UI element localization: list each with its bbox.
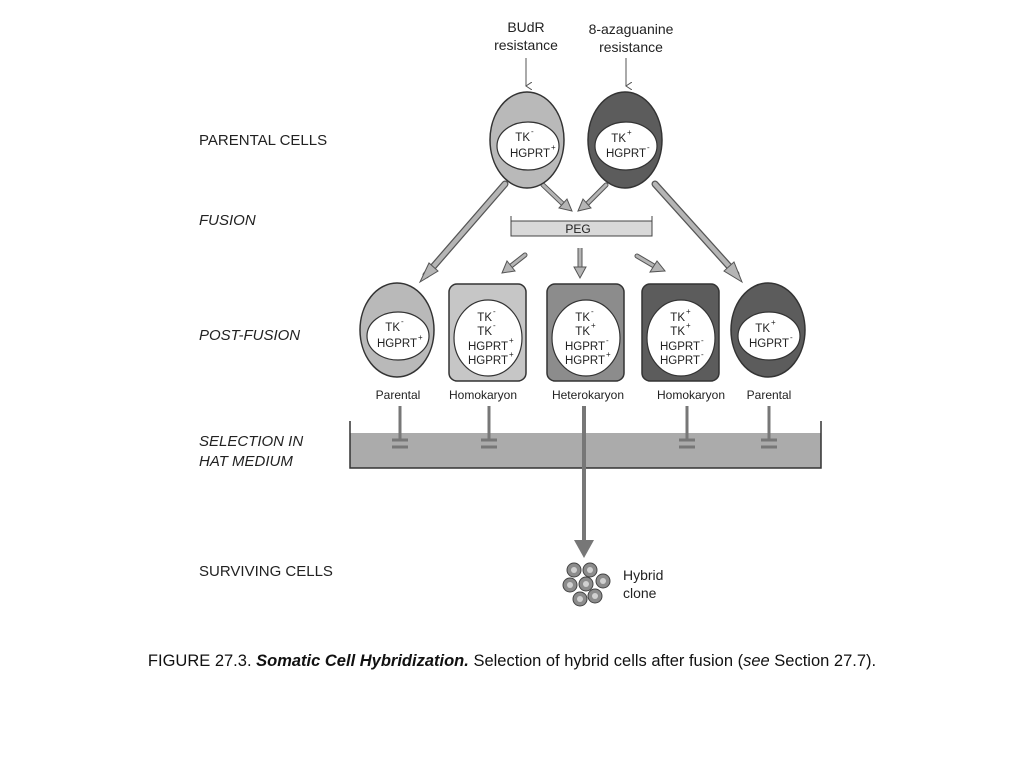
gene-plus: + (686, 307, 691, 316)
gene-plus: + (591, 321, 596, 330)
arrow-left-parent-to-parental (418, 180, 509, 284)
gene-plus: + (509, 336, 514, 345)
heterokaryon-survival-arrow (574, 406, 594, 558)
gene-minus: - (493, 307, 496, 316)
post-fusion-parental-left: TK - HGPRT + (359, 282, 435, 378)
blocked-parental-right (761, 406, 777, 449)
stage-label-surviving: SURVIVING CELLS (199, 563, 333, 580)
azaguanine-label-line2: resistance (599, 39, 663, 55)
post-fusion-homokaryon-right: TK + TK + HGPRT - HGPRT - (641, 283, 720, 382)
budr-label-line2: resistance (494, 37, 558, 53)
parental-cell-tk-minus: TK - HGPRT + (489, 91, 565, 189)
gene-tk: TK (670, 312, 685, 324)
post-fusion-homokaryon-left: TK - TK - HGPRT + HGPRT + (448, 283, 527, 382)
caption-text: Selection of hybrid cells after fusion ( (473, 652, 744, 670)
arrow-peg-to-homokaryon-right (634, 253, 666, 273)
caption-see: see (743, 652, 770, 670)
gene-hgprt: HGPRT (660, 355, 700, 367)
arrow-peg-to-heterokaryon (573, 248, 587, 280)
hybrid-label-line1: Hybrid (623, 567, 663, 583)
gene-tk: TK (575, 326, 590, 338)
arrow-left-parent-to-peg (540, 182, 573, 212)
gene-minus: - (531, 127, 534, 136)
gene-hgprt: HGPRT (468, 355, 508, 367)
gene-minus: - (701, 336, 704, 345)
gene-plus: + (606, 350, 611, 359)
stage-label-parental: PARENTAL CELLS (199, 132, 327, 149)
stage-label-selection-line1: SELECTION IN (199, 433, 303, 450)
gene-plus: + (551, 143, 556, 152)
blocked-parental-left (392, 406, 408, 449)
gene-minus: - (606, 336, 609, 345)
label-parental-left: Parental (376, 388, 421, 402)
caption-suffix: Section 27.7). (774, 652, 877, 670)
figure-caption: FIGURE 27.3. Somatic Cell Hybridization.… (0, 652, 1024, 671)
arrow-peg-to-homokaryon-left (501, 252, 528, 274)
post-fusion-heterokaryon: TK - TK + HGPRT - HGPRT + (546, 283, 625, 382)
gene-tk: TK (385, 322, 400, 334)
gene-minus: - (493, 321, 496, 330)
blocked-homokaryon-left (481, 406, 497, 449)
hybrid-clone-cluster (562, 562, 611, 607)
arrow-right-parent-to-parental (651, 180, 744, 284)
label-homokaryon-right: Homokaryon (657, 388, 725, 402)
stage-label-post-fusion: POST-FUSION (199, 327, 300, 344)
gene-minus: - (591, 307, 594, 316)
gene-hgprt: HGPRT (468, 341, 508, 353)
gene-tk: TK (575, 312, 590, 324)
gene-plus: + (771, 318, 776, 327)
caption-title: Somatic Cell Hybridization. (256, 652, 469, 670)
gene-hgprt: HGPRT (606, 148, 646, 160)
gene-tk: TK (477, 312, 492, 324)
gene-minus: - (401, 317, 404, 326)
hybrid-label-line2: clone (623, 585, 657, 601)
stage-label-fusion: FUSION (199, 212, 256, 229)
gene-tk: TK (477, 326, 492, 338)
gene-minus: - (701, 350, 704, 359)
caption-prefix: FIGURE 27.3. (147, 652, 252, 670)
stage-label-selection-line2: HAT MEDIUM (199, 453, 293, 470)
gene-tk: TK (611, 133, 626, 145)
gene-plus: + (627, 128, 632, 137)
gene-hgprt: HGPRT (660, 341, 700, 353)
azaguanine-label-line1: 8-azaguanine (589, 21, 674, 37)
gene-hgprt: HGPRT (565, 341, 605, 353)
parental-cell-hgprt-minus: TK + HGPRT - (587, 91, 663, 189)
gene-hgprt: HGPRT (565, 355, 605, 367)
peg-label: PEG (565, 222, 590, 236)
blocked-homokaryon-right (679, 406, 695, 449)
arrow-right-parent-to-peg (577, 182, 609, 212)
gene-minus: - (647, 143, 650, 152)
gene-plus: + (509, 350, 514, 359)
label-heterokaryon: Heterokaryon (552, 388, 624, 402)
gene-hgprt: HGPRT (510, 148, 550, 160)
gene-hgprt: HGPRT (377, 338, 417, 350)
gene-tk: TK (515, 132, 530, 144)
gene-minus: - (790, 333, 793, 342)
peg-bar: PEG (510, 216, 653, 237)
gene-plus: + (418, 333, 423, 342)
gene-plus: + (686, 321, 691, 330)
budr-label-line1: BUdR (507, 19, 544, 35)
gene-tk: TK (670, 326, 685, 338)
post-fusion-parental-right: TK + HGPRT - (730, 282, 806, 378)
label-homokaryon-left: Homokaryon (449, 388, 517, 402)
gene-hgprt: HGPRT (749, 338, 789, 350)
gene-tk: TK (755, 323, 770, 335)
label-parental-right: Parental (747, 388, 792, 402)
